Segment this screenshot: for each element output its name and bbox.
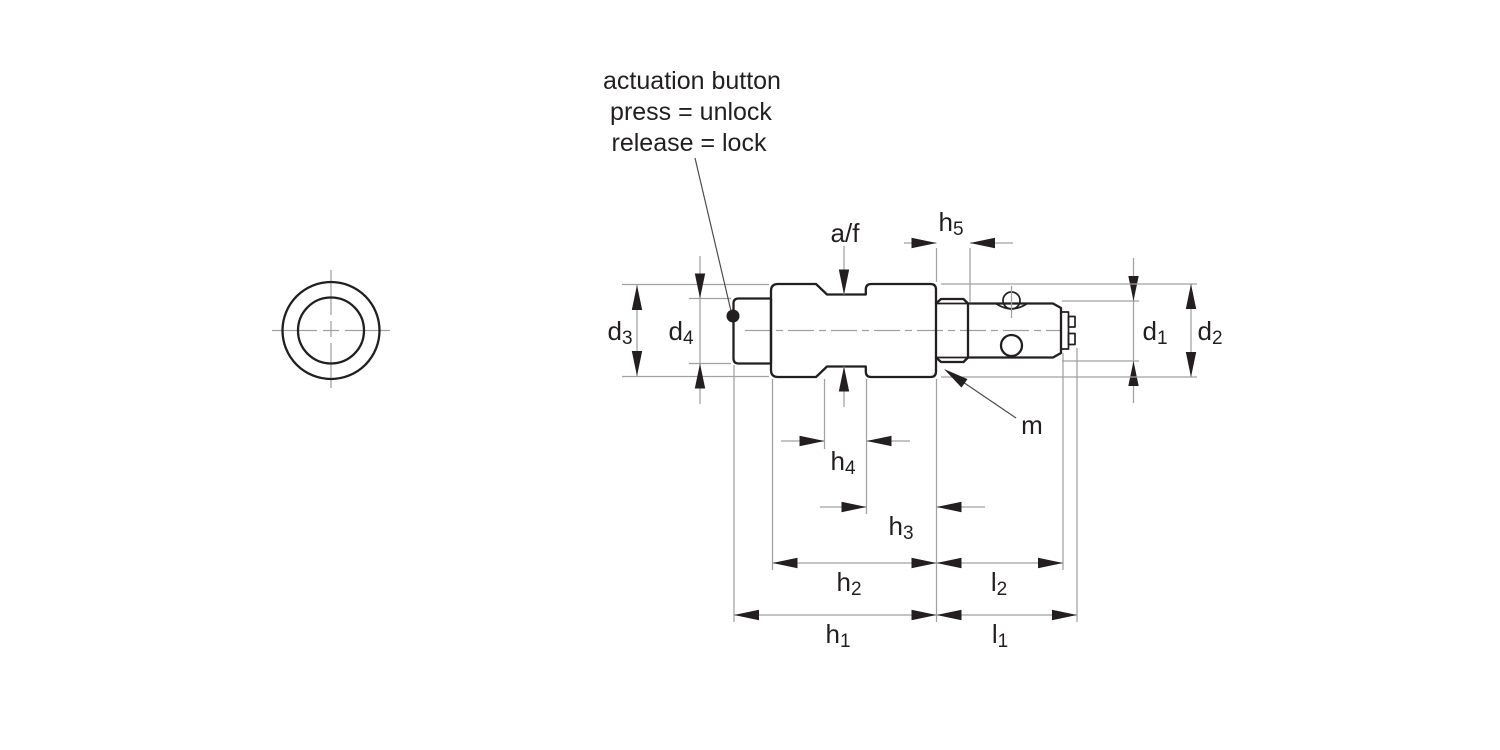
- h1-arrow-right: [911, 609, 937, 621]
- dimension-h2-l2: h2 l2: [772, 557, 1063, 600]
- h3-arrow-right: [841, 501, 867, 513]
- locking-balls: [996, 286, 1027, 358]
- dimension-af: a/f: [831, 218, 861, 407]
- d4-arrow-up: [694, 363, 706, 389]
- d3-arrow-up: [631, 285, 643, 310]
- l2-arrow-left: [936, 557, 962, 569]
- d4-extension-lines: [689, 297, 731, 365]
- dimension-h3: h3: [820, 501, 985, 544]
- h5-arrow-left: [970, 237, 995, 249]
- m-leader-arrow: [944, 369, 968, 388]
- actuation-annotation: actuation button press = unlock release …: [603, 67, 781, 312]
- m-leader-line: [962, 381, 1017, 419]
- dimension-h4: h4: [781, 435, 910, 479]
- tip-stub-strip: [1060, 311, 1070, 350]
- l1-arrow-right: [1052, 609, 1077, 621]
- dimension-d4: d4: [668, 256, 731, 404]
- d2-label: d2: [1197, 316, 1222, 349]
- annotation-line-1: actuation button: [603, 67, 781, 95]
- annotation-leader-line: [694, 157, 732, 312]
- d1-arrow-down: [1128, 276, 1139, 301]
- d3-extension-lines: [622, 283, 769, 378]
- tip-stub-tab-upper: [1067, 315, 1076, 328]
- dimension-d3: d3: [607, 283, 769, 378]
- h1-arrow-left: [734, 609, 759, 621]
- side-view: [726, 282, 1076, 379]
- l1-arrow-left: [936, 609, 962, 621]
- d1-extension-lines: [1062, 300, 1139, 362]
- handle-body-outline: [769, 282, 938, 379]
- thread-crest-top: [934, 297, 970, 305]
- side-ball-circle: [999, 333, 1024, 358]
- m-label: m: [1021, 410, 1043, 440]
- annotation-line-2: press = unlock: [610, 98, 772, 126]
- h5-label: h5: [938, 207, 963, 240]
- actuation-button-dot: [726, 309, 740, 323]
- h3-label: h3: [888, 511, 913, 544]
- af-label: a/f: [831, 218, 861, 248]
- front-inner-circle: [296, 296, 366, 365]
- h1-label: h1: [825, 619, 850, 652]
- dimension-d2: d2: [941, 283, 1223, 378]
- l2-label: l2: [991, 567, 1007, 600]
- lower-extension-lines: [733, 348, 1078, 622]
- thread-root-lines: [936, 302, 968, 359]
- d1-arrow-up: [1128, 361, 1139, 386]
- dimension-h5: h5: [904, 207, 1013, 302]
- tip-stub-tab-lower: [1067, 332, 1076, 346]
- thread-crest-bottom: [934, 356, 970, 364]
- tip-stub-detail: [1060, 311, 1076, 350]
- dimension-d1: d1: [1062, 258, 1168, 403]
- d3-arrow-down: [631, 351, 643, 376]
- d2-extension-lines: [941, 283, 1197, 378]
- button-cap-outline: [732, 297, 773, 365]
- af-arrow-down: [838, 269, 850, 295]
- h2-label: h2: [836, 567, 861, 600]
- thread-section: [934, 297, 970, 364]
- l1-label: l1: [992, 619, 1008, 652]
- callout-m: m: [944, 369, 1043, 440]
- h5-arrow-right: [911, 237, 937, 249]
- d2-arrow-up: [1185, 284, 1197, 309]
- d1-label: d1: [1142, 316, 1167, 349]
- h5-extension-lines: [935, 248, 971, 302]
- h4-label: h4: [830, 446, 855, 479]
- h4-arrow-right: [799, 435, 825, 447]
- d4-label: d4: [668, 316, 693, 349]
- d2-arrow-down: [1185, 352, 1197, 377]
- l2-arrow-right: [1038, 557, 1063, 569]
- h3-arrow-left: [936, 501, 962, 513]
- annotation-line-3: release = lock: [612, 129, 767, 157]
- h2-arrow-left: [772, 557, 798, 569]
- front-outer-circle: [281, 280, 381, 381]
- dimension-h1-l1: h1 l1: [734, 609, 1077, 652]
- h2-arrow-right: [911, 557, 937, 569]
- af-arrow-up: [838, 366, 850, 392]
- d3-label: d3: [607, 316, 632, 349]
- h4-arrow-left: [866, 435, 892, 447]
- front-view: [272, 270, 390, 391]
- d4-arrow-down: [694, 273, 706, 299]
